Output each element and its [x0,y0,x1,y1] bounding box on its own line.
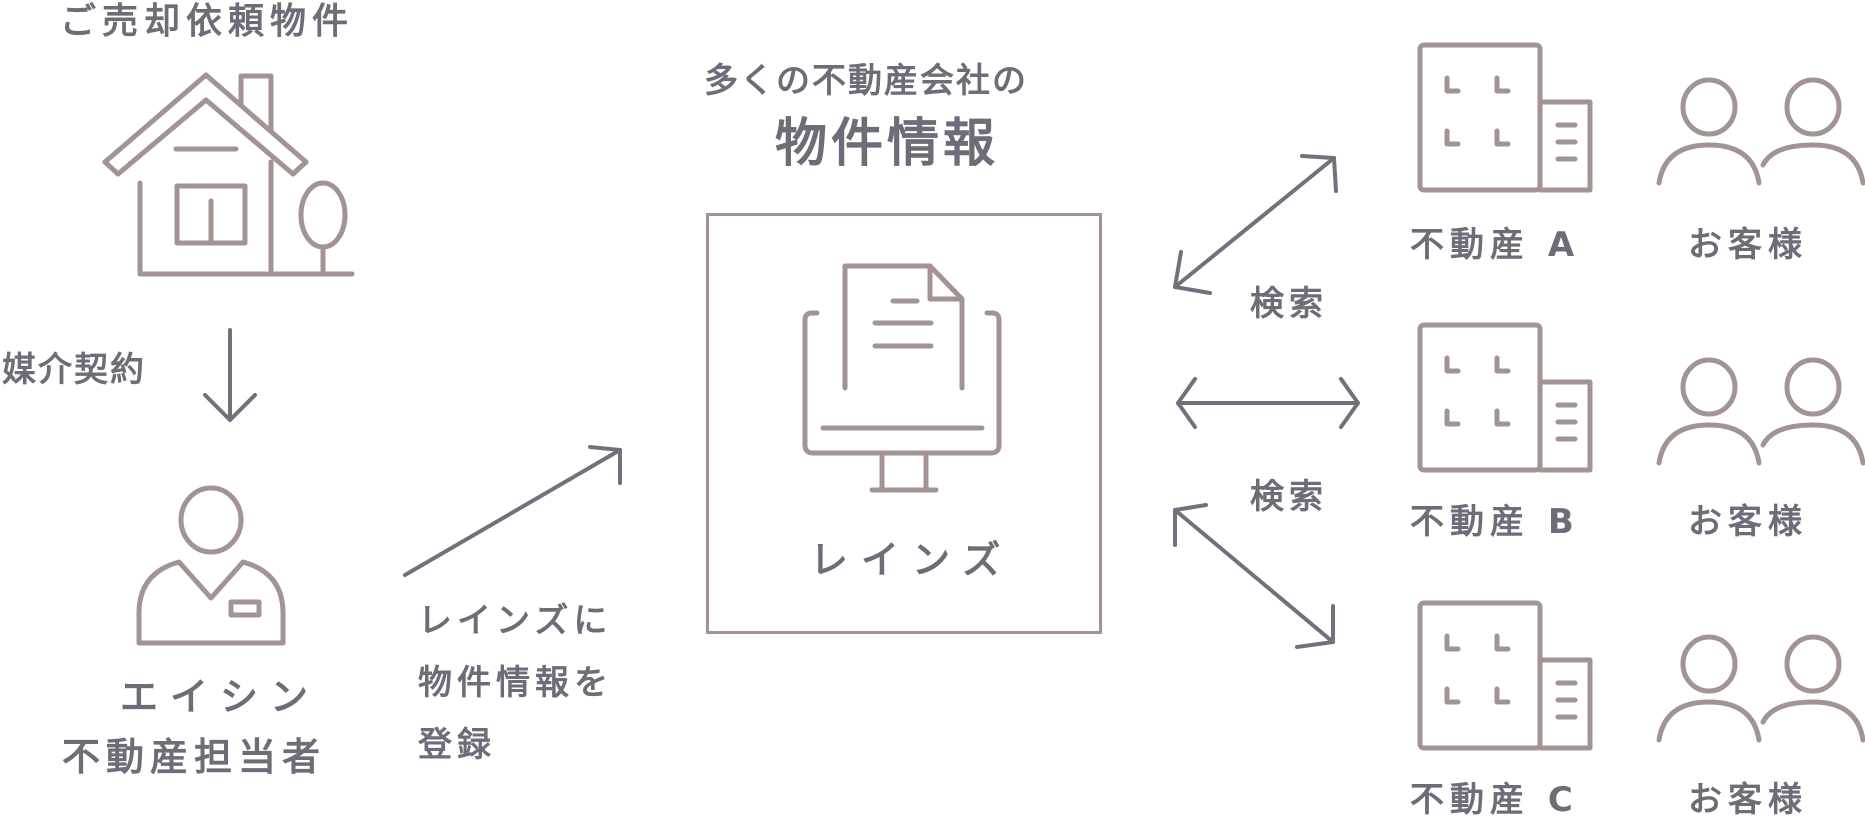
agent-role: 不動産担当者 [62,735,327,779]
search-label-1: 検索 [1250,284,1328,324]
reins-box [706,213,1102,634]
building-icon [1417,322,1593,473]
property-title: ご売却依頼物件 [60,1,355,42]
register-line-2: 物件情報を [418,663,613,703]
customer-label-a: お客様 [1688,225,1808,265]
person-icon [136,485,286,646]
monitor-document-icon [802,263,1002,493]
register-line-3: 登録 [418,725,496,765]
customers-icon [1656,357,1865,466]
customer-label-b: お客様 [1688,502,1808,542]
customers-icon [1656,77,1865,186]
agency-label-a: 不動産 A [1410,225,1581,265]
customers-icon [1656,634,1865,743]
center-header-line-1: 多くの不動産会社の [704,61,1028,101]
search-label-2: 検索 [1250,477,1328,517]
customer-label-c: お客様 [1688,780,1808,820]
down-arrow [203,328,257,422]
contract-label: 媒介契約 [2,350,146,390]
search-arrow-top [1173,154,1338,295]
reins-label: レインズ [810,538,1014,582]
register-arrow [403,445,622,577]
search-arrow-bottom [1173,503,1335,649]
center-header-line-2: 物件情報 [775,114,1000,174]
house-icon [102,72,355,277]
agency-label-c: 不動産 C [1410,780,1579,820]
building-icon [1417,600,1593,751]
agency-label-b: 不動産 B [1410,502,1580,542]
building-icon [1417,42,1593,193]
register-line-1: レインズに [418,601,613,641]
agent-name: エイシン [120,675,321,719]
search-arrow-middle [1176,377,1360,429]
